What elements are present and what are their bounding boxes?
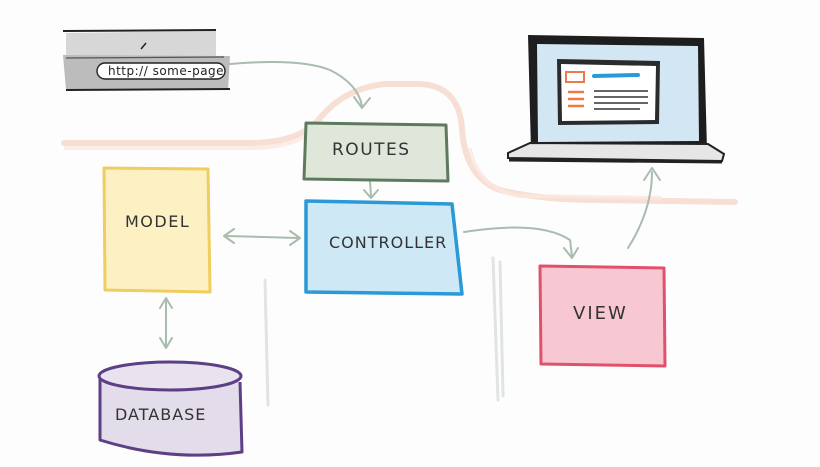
arrow-model-controller	[225, 235, 299, 239]
url-text: http:// some-page	[108, 64, 225, 78]
arrow-routes-to-controller	[369, 180, 372, 197]
arrow-view-to-laptop	[627, 171, 653, 249]
url-field	[96, 62, 226, 80]
database-cylinder	[97, 360, 244, 457]
model-box	[102, 166, 212, 294]
view-box	[538, 264, 667, 368]
arrow-browser-to-routes	[229, 61, 363, 107]
controller-box	[304, 199, 464, 296]
arrows	[159, 61, 661, 349]
cursor-icon	[140, 42, 147, 50]
routes-box	[302, 121, 450, 183]
browser-address-bar	[62, 29, 231, 91]
arrow-controller-to-view	[463, 226, 573, 257]
vertical-guide-lines	[263, 256, 505, 407]
laptop-icon	[507, 35, 726, 164]
